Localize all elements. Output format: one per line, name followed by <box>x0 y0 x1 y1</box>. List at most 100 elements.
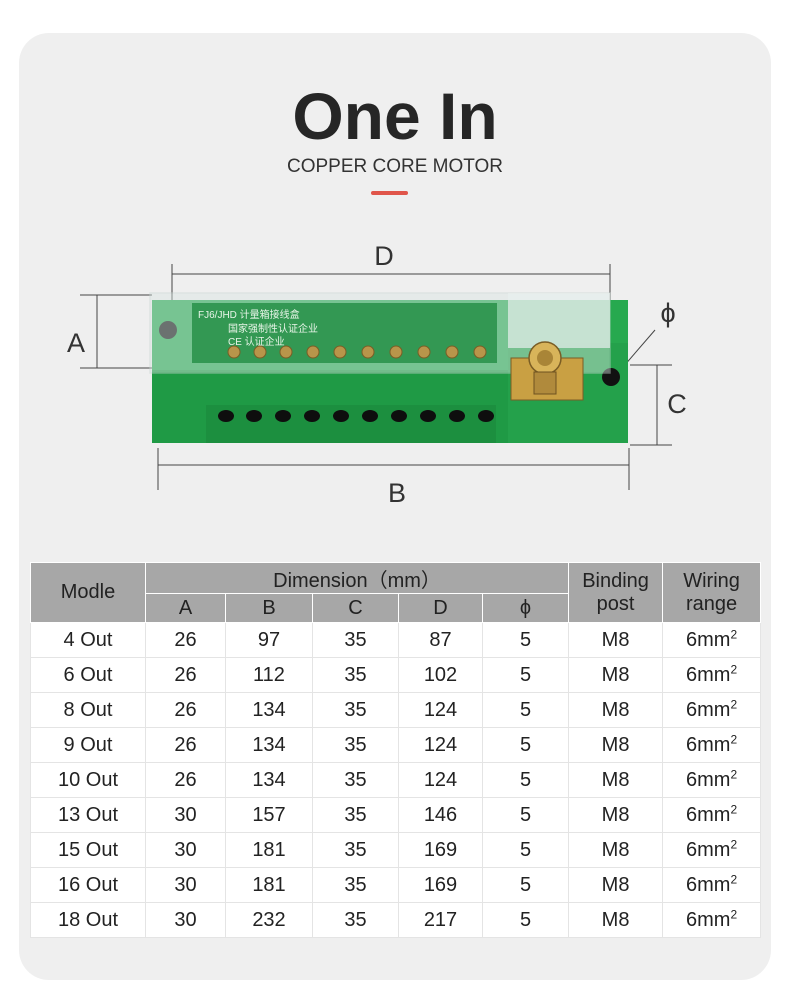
cell-model: 4 Out <box>30 622 146 658</box>
cell-d: 169 <box>398 867 483 903</box>
cell-c: 35 <box>312 622 399 658</box>
cell-d: 87 <box>398 622 483 658</box>
cell-wiring: 6mm2 <box>662 622 762 658</box>
cell-b: 134 <box>225 762 313 798</box>
cell-binding: M8 <box>568 762 664 798</box>
dimension-a: A <box>67 294 152 369</box>
cell-a: 26 <box>145 762 226 798</box>
cell-binding: M8 <box>568 622 664 658</box>
cell-phi: 5 <box>481 902 570 938</box>
cell-a: 30 <box>145 867 226 903</box>
cell-model: 16 Out <box>30 867 146 903</box>
cell-d: 169 <box>398 832 483 868</box>
dimension-c: C <box>630 364 687 446</box>
dimension-b: B <box>157 448 630 508</box>
cover-text-line-3: CE 认证企业 <box>228 335 285 348</box>
header-b: B <box>225 593 313 623</box>
cell-b: 157 <box>225 797 313 833</box>
cell-c: 35 <box>312 727 399 763</box>
cell-c: 35 <box>312 832 399 868</box>
dimension-d: D <box>171 241 611 300</box>
cell-model: 13 Out <box>30 797 146 833</box>
cell-phi: 5 <box>481 622 570 658</box>
cell-b: 97 <box>225 622 313 658</box>
cell-b: 181 <box>225 832 313 868</box>
cell-a: 30 <box>145 832 226 868</box>
cover-text-line-2: 国家强制性认证企业 <box>228 322 318 335</box>
cell-wiring: 6mm2 <box>662 657 762 693</box>
header-dimension: Dimension（mm） <box>144 562 570 594</box>
cell-b: 232 <box>225 902 313 938</box>
header-phi: ϕ <box>481 593 570 623</box>
cell-c: 35 <box>312 762 399 798</box>
cell-c: 35 <box>312 867 399 903</box>
label-c: C <box>667 389 687 419</box>
cell-model: 9 Out <box>30 727 146 763</box>
cell-a: 30 <box>145 902 226 938</box>
cell-d: 124 <box>398 727 483 763</box>
cell-phi: 5 <box>481 727 570 763</box>
label-a: A <box>67 328 85 358</box>
header-a: A <box>145 593 226 623</box>
cell-a: 30 <box>145 797 226 833</box>
accent-divider <box>371 191 408 195</box>
cell-b: 134 <box>225 727 313 763</box>
page-subtitle: COPPER CORE MOTOR <box>286 156 504 177</box>
cell-wiring: 6mm2 <box>662 797 762 833</box>
cell-b: 134 <box>225 692 313 728</box>
cell-phi: 5 <box>481 657 570 693</box>
header-c: C <box>312 593 399 623</box>
cell-binding: M8 <box>568 832 664 868</box>
spec-table: Modle Dimension（mm） Binding post Wiring … <box>30 562 762 938</box>
cell-wiring: 6mm2 <box>662 867 762 903</box>
cell-model: 15 Out <box>30 832 146 868</box>
cell-binding: M8 <box>568 727 664 763</box>
cell-a: 26 <box>145 692 226 728</box>
cell-binding: M8 <box>568 867 664 903</box>
header-model: Modle <box>30 562 146 623</box>
cell-binding: M8 <box>568 902 664 938</box>
cell-binding: M8 <box>568 797 664 833</box>
cell-phi: 5 <box>481 692 570 728</box>
cell-wiring: 6mm2 <box>662 727 762 763</box>
cell-wiring: 6mm2 <box>662 692 762 728</box>
terminal-block-illustration: FJ6/JHD 计量箱接线盒 国家强制性认证企业 CE 认证企业 <box>149 292 628 443</box>
cell-b: 181 <box>225 867 313 903</box>
label-d: D <box>374 241 394 271</box>
cell-a: 26 <box>145 727 226 763</box>
cell-model: 10 Out <box>30 762 146 798</box>
cover-text-line-1: FJ6/JHD 计量箱接线盒 <box>198 308 300 321</box>
cell-a: 26 <box>145 657 226 693</box>
cell-d: 102 <box>398 657 483 693</box>
header-wiring-range: Wiring range <box>662 562 762 623</box>
cell-phi: 5 <box>481 832 570 868</box>
header-d: D <box>398 593 483 623</box>
cell-model: 6 Out <box>30 657 146 693</box>
cell-wiring: 6mm2 <box>662 902 762 938</box>
cell-b: 112 <box>225 657 313 693</box>
cell-wiring: 6mm2 <box>662 762 762 798</box>
header-binding-post: Binding post <box>568 562 664 623</box>
cell-c: 35 <box>312 797 399 833</box>
cell-phi: 5 <box>481 797 570 833</box>
cell-binding: M8 <box>568 657 664 693</box>
page-title: One In <box>292 79 498 153</box>
cell-model: 18 Out <box>30 902 146 938</box>
cell-d: 124 <box>398 692 483 728</box>
cell-d: 217 <box>398 902 483 938</box>
cell-wiring: 6mm2 <box>662 832 762 868</box>
cell-c: 35 <box>312 692 399 728</box>
cell-c: 35 <box>312 657 399 693</box>
cell-d: 146 <box>398 797 483 833</box>
cell-binding: M8 <box>568 692 664 728</box>
